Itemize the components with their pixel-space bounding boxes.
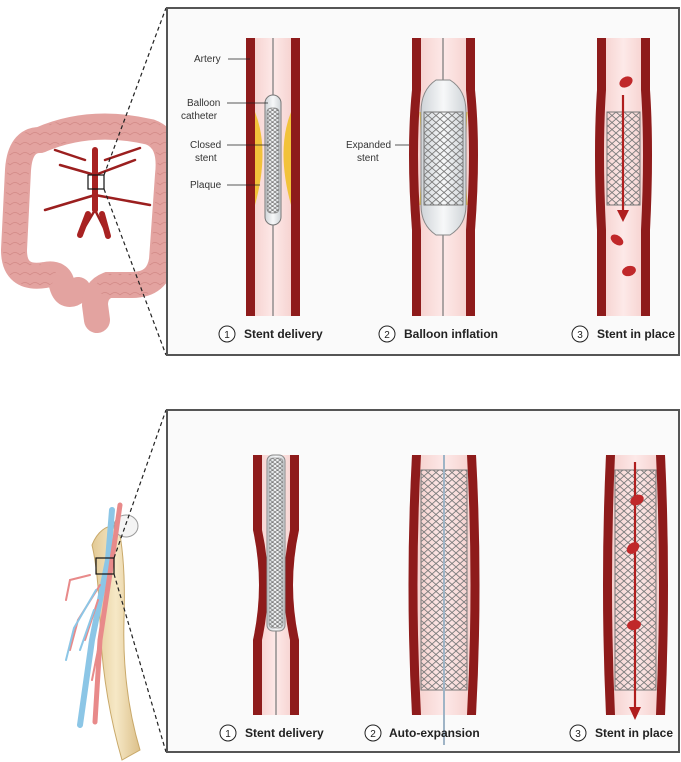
- expanded-stent: [424, 112, 463, 205]
- step-label: Stent in place: [597, 327, 675, 341]
- callout-balloon: Balloon: [187, 98, 220, 109]
- bottom-vessel-2: [409, 455, 480, 745]
- steps-top: 1 Stent delivery 2 Balloon inflation 3 S…: [219, 326, 675, 342]
- step-label: Auto-expansion: [389, 726, 480, 740]
- leg-illustration: [66, 505, 140, 760]
- callout-catheter: catheter: [181, 111, 218, 122]
- zoom-line-top: [114, 410, 166, 558]
- step-label: Stent delivery: [245, 726, 324, 740]
- closed-stent: [269, 458, 283, 628]
- bottom-vessel-3: [603, 455, 668, 720]
- step-label: Balloon inflation: [404, 327, 498, 341]
- top-vessel-1: [246, 38, 300, 316]
- step-label: Stent delivery: [244, 327, 323, 341]
- callout-artery: Artery: [194, 54, 221, 65]
- step-number: 2: [384, 330, 390, 341]
- steps-bottom: 1 Stent delivery 2 Auto-expansion 3 Sten…: [220, 725, 673, 741]
- callout-expanded-stent: stent: [357, 153, 379, 164]
- step-number: 1: [224, 330, 230, 341]
- top-vessel-2: [409, 38, 478, 316]
- callout-plaque: Plaque: [190, 180, 222, 191]
- step-number: 3: [577, 330, 583, 341]
- closed-stent: [267, 108, 279, 213]
- colon-illustration: [14, 127, 169, 320]
- step-number: 2: [370, 729, 376, 740]
- callout-closed: Closed: [190, 140, 221, 151]
- callout-expanded: Expanded: [346, 140, 391, 151]
- top-vessel-3: [595, 38, 652, 316]
- step-number: 3: [575, 729, 581, 740]
- step-label: Stent in place: [595, 726, 673, 740]
- step-number: 1: [225, 729, 231, 740]
- bottom-vessel-1: [253, 455, 299, 715]
- callout-stent: stent: [195, 153, 217, 164]
